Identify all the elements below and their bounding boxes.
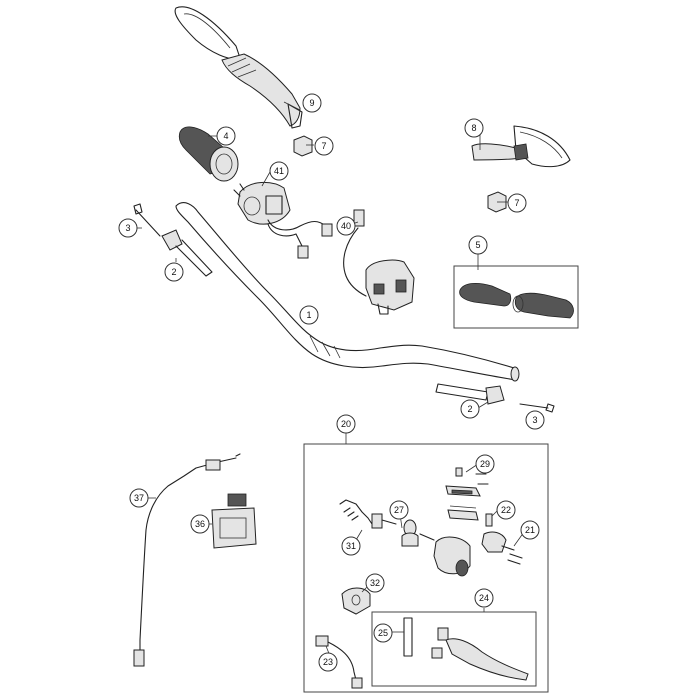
callout-22: 22 [496, 500, 516, 520]
lever-box [371, 611, 537, 687]
callout-24: 24 [474, 588, 494, 608]
callout-3-right-label: 3 [532, 415, 537, 425]
callout-27: 27 [389, 500, 409, 520]
bar-end-right [435, 383, 555, 413]
master-cylinder [339, 499, 471, 577]
callout-22-label: 22 [501, 505, 511, 515]
callout-8-label: 8 [471, 123, 476, 133]
callout-20: 20 [336, 414, 356, 434]
callout-4: 4 [216, 126, 236, 146]
callout-37-label: 37 [134, 493, 144, 503]
callout-32: 32 [365, 573, 385, 593]
callout-27-label: 27 [394, 505, 404, 515]
grip-set [453, 265, 579, 329]
callout-37: 37 [129, 488, 149, 508]
leader-lines [130, 101, 535, 657]
callout-9: 9 [302, 93, 322, 113]
callout-5: 5 [468, 235, 488, 255]
right-switch-unit [343, 209, 415, 315]
callout-23: 23 [318, 652, 338, 672]
handlebar [175, 202, 520, 382]
callout-3-right: 3 [525, 410, 545, 430]
callout-31: 31 [341, 536, 361, 556]
bar-end-left [133, 203, 213, 277]
callout-3-left-label: 3 [125, 223, 130, 233]
callout-7-top-label: 7 [321, 141, 326, 151]
nut-top [293, 135, 313, 157]
callout-32-label: 32 [370, 578, 380, 588]
mirror-right [471, 125, 571, 168]
callout-20-label: 20 [341, 419, 351, 429]
handlebar-clamp [341, 587, 371, 615]
mirror-left [174, 6, 303, 129]
callout-4-label: 4 [223, 131, 228, 141]
callout-7-top: 7 [314, 136, 334, 156]
callout-7-right: 7 [507, 193, 527, 213]
callout-21-label: 21 [525, 525, 535, 535]
callout-40: 40 [336, 216, 356, 236]
callout-36-label: 36 [195, 519, 205, 529]
callout-40-label: 40 [341, 221, 351, 231]
callout-29-label: 29 [480, 459, 490, 469]
callout-23-label: 23 [323, 657, 333, 667]
callout-36: 36 [190, 514, 210, 534]
brake-light-switch [315, 635, 363, 689]
callout-2-right: 2 [460, 399, 480, 419]
callout-8: 8 [464, 118, 484, 138]
reservoir-cap-parts [445, 467, 489, 521]
callout-25-label: 25 [378, 628, 388, 638]
callout-31-label: 31 [346, 541, 356, 551]
callout-24-label: 24 [479, 593, 489, 603]
callout-41: 41 [269, 161, 289, 181]
callout-21: 21 [520, 520, 540, 540]
callout-7-right-label: 7 [514, 198, 519, 208]
callout-29: 29 [475, 454, 495, 474]
callout-25: 25 [373, 623, 393, 643]
callout-9-label: 9 [309, 98, 314, 108]
callout-41-label: 41 [274, 166, 284, 176]
brake-assembly-box [303, 443, 549, 693]
callout-2-right-label: 2 [467, 404, 472, 414]
brake-fluid-bottle [211, 493, 257, 549]
left-switch-unit [233, 182, 333, 259]
callout-2-left-label: 2 [171, 267, 176, 277]
callout-1-label: 1 [306, 310, 311, 320]
callout-2-left: 2 [164, 262, 184, 282]
brake-cable [133, 453, 241, 667]
callout-5-label: 5 [475, 240, 480, 250]
callout-3-left: 3 [118, 218, 138, 238]
callout-1: 1 [299, 305, 319, 325]
throttle-grip [178, 126, 239, 182]
piston-parts [481, 513, 523, 565]
